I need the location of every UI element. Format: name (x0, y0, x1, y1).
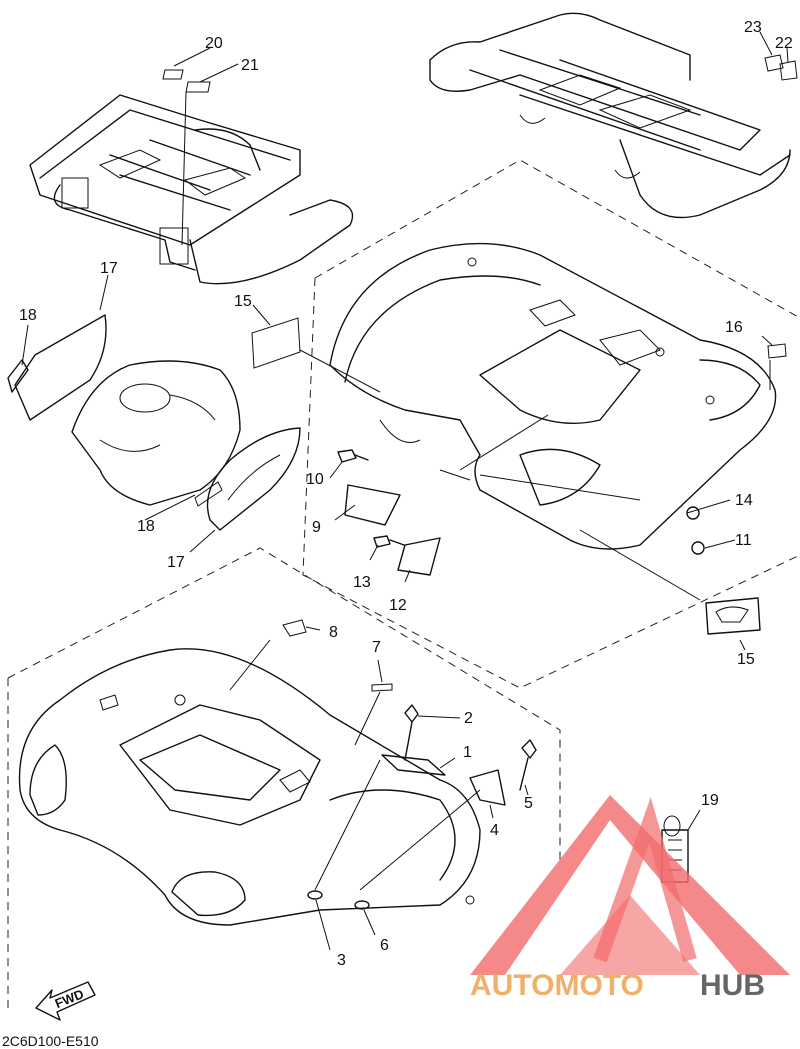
callout-18-lower: 18 (137, 518, 155, 535)
diagram-code: 2C6D100-E510 (2, 1033, 99, 1049)
fwd-arrow-icon: FWD (35, 981, 96, 1021)
decal-15-upper (251, 304, 381, 393)
rear-fender (329, 242, 777, 550)
front-carrier (29, 94, 354, 285)
decal-16 (761, 335, 787, 390)
rear-fender-group-outline (302, 159, 800, 689)
watermark-text-part1: AUTOMOTO (470, 969, 644, 1002)
callout-18-upper: 18 (19, 307, 37, 324)
decals-20-21 (162, 47, 239, 246)
callout-3: 3 (337, 952, 346, 969)
decals-22-23 (759, 31, 798, 81)
callout-17-lower: 17 (167, 554, 185, 571)
callout-16: 16 (725, 319, 743, 336)
side-cover (7, 274, 301, 553)
callout-15-lower: 15 (737, 651, 755, 668)
rear-fasteners (329, 414, 736, 583)
callout-15-upper: 15 (234, 293, 252, 310)
callout-2: 2 (464, 710, 473, 727)
front-fender (18, 648, 481, 926)
callout-11: 11 (735, 532, 752, 549)
callout-17-upper: 17 (100, 260, 118, 277)
front-fender-group-outline (7, 547, 561, 1010)
callout-13: 13 (353, 574, 371, 591)
fwd-label: FWD (53, 986, 86, 1011)
watermark-logo (470, 795, 790, 975)
callout-8: 8 (329, 624, 338, 641)
decal-15-lower (579, 529, 761, 651)
callout-6: 6 (380, 937, 389, 954)
callout-19: 19 (701, 792, 719, 809)
callout-10: 10 (306, 471, 324, 488)
callout-9: 9 (312, 519, 321, 536)
callout-5: 5 (524, 795, 533, 812)
watermark-text-part2: HUB (700, 969, 765, 1002)
callout-7: 7 (372, 639, 381, 656)
callout-22: 22 (775, 35, 793, 52)
callout-4: 4 (490, 822, 499, 839)
callout-12: 12 (389, 597, 407, 614)
rear-carrier (429, 12, 791, 219)
callout-20: 20 (205, 35, 223, 52)
callout-21: 21 (241, 57, 259, 74)
callout-1: 1 (463, 744, 472, 761)
callout-23: 23 (744, 19, 762, 36)
callout-14: 14 (735, 492, 753, 509)
front-fasteners (229, 619, 537, 951)
